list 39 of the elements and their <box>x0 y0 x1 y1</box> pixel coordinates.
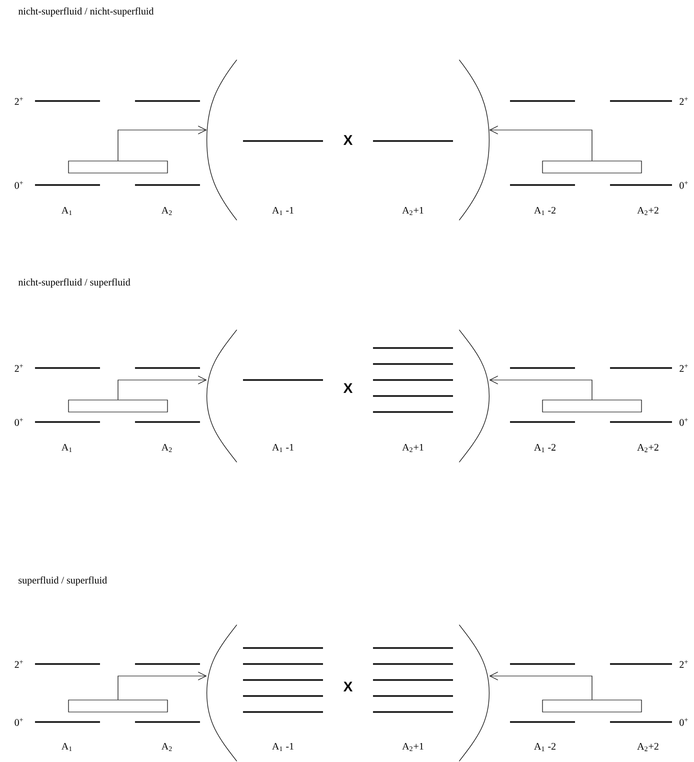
arrow <box>118 376 207 400</box>
nucleus-label: A$_{1}$ -2 <box>534 444 556 452</box>
spin-label: 2$^{+}$ <box>680 97 688 105</box>
nucleus-label: A$_{2}$+1 <box>402 742 424 752</box>
panel-title: nicht-superfluid / nicht-superfluid <box>18 7 154 17</box>
arrow <box>118 672 207 700</box>
pair-box <box>542 700 642 712</box>
spin-label: 2$^{+}$ <box>680 364 688 372</box>
nucleus-label: A$_{1}$ -2 <box>534 206 556 216</box>
nucleus-label: A$_{2}$ <box>161 444 172 452</box>
nucleus-label: A$_{2}$+1 <box>402 444 424 452</box>
nucleus-label: A$_{2}$ <box>161 742 172 752</box>
pair-box <box>68 400 168 412</box>
spin-label: 0$^{+}$ <box>14 181 23 189</box>
arrow <box>489 672 592 700</box>
nucleus-label: A$_{2}$+2 <box>637 206 658 216</box>
nucleus-label: A$_{2}$+2 <box>637 742 658 752</box>
nucleus-label: A$_{1}$ -1 <box>272 444 294 452</box>
nucleus-label: A$_{2}$ <box>161 206 172 216</box>
nucleus-label: A$_{1}$ -2 <box>534 742 556 752</box>
panel-title: superfluid / superfluid <box>18 576 107 586</box>
nucleus-label: A$_{1}$ -1 <box>272 206 294 216</box>
panel-title: nicht-superfluid / superfluid <box>18 278 130 288</box>
pair-box <box>68 700 168 712</box>
spin-label: 2$^{+}$ <box>14 660 23 668</box>
arrow <box>489 126 592 161</box>
pair-box <box>542 400 642 412</box>
pair-box <box>68 160 168 174</box>
pair-box <box>542 160 642 174</box>
arrow <box>489 376 592 400</box>
arrow <box>118 126 207 161</box>
spin-label: 0$^{+}$ <box>14 718 23 726</box>
nucleus-label: A$_{1}$ -1 <box>272 742 294 752</box>
nucleus-label: A$_{2}$+1 <box>402 206 424 216</box>
spin-label: 2$^{+}$ <box>680 660 688 668</box>
spin-label: 2$^{+}$ <box>14 364 23 372</box>
nucleus-label: A$_{2}$+2 <box>637 444 658 452</box>
spin-label: 2$^{+}$ <box>14 97 23 105</box>
spin-label: 0$^{+}$ <box>14 418 23 426</box>
